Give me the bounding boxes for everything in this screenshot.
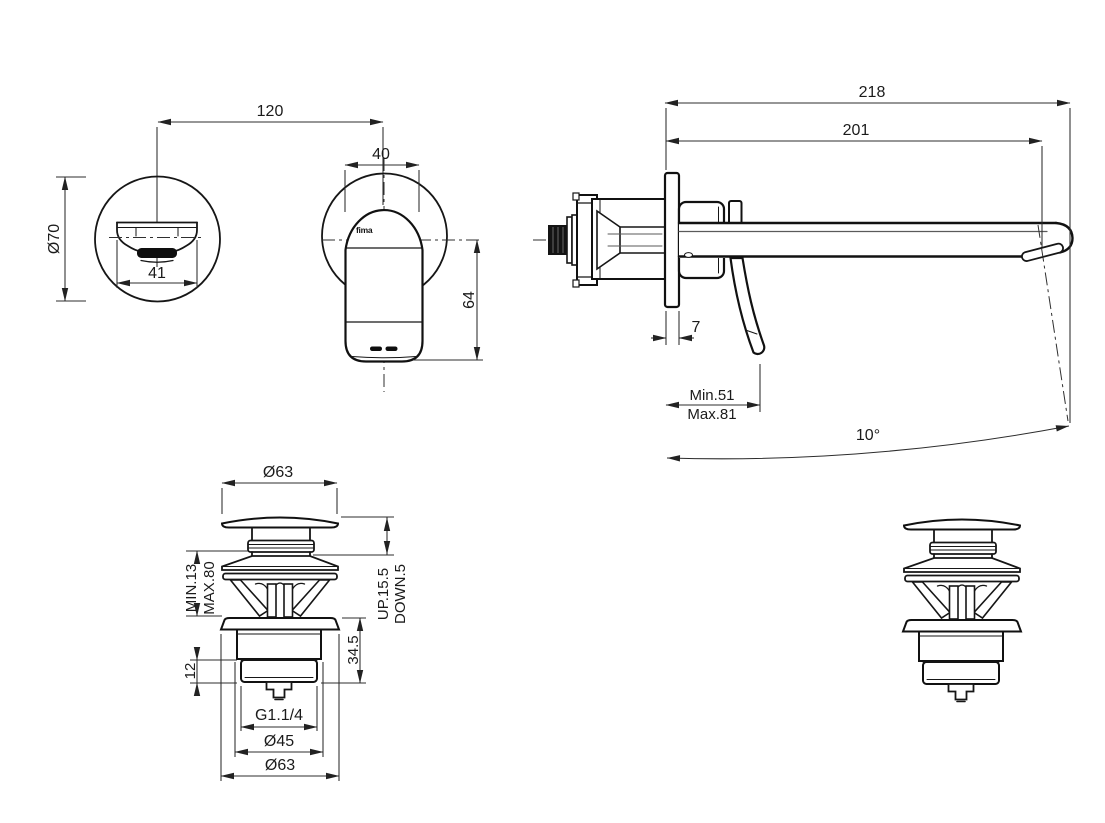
dim-label-spout-width: 41 — [148, 265, 166, 282]
dim-label-escutcheon-diameter: Ø70 — [46, 224, 63, 254]
dim-label-drain-thread-length: 12 — [182, 663, 199, 680]
dim-label-lever-min: Min.51 — [689, 387, 734, 404]
dim-label-drain-cap-diameter: Ø63 — [263, 464, 293, 481]
dim-label-drain-travel-up: UP.15.5 — [375, 568, 392, 620]
side-view-mixer: 218 201 7 Min.51 Max.81 10° — [533, 84, 1074, 462]
dim-label-lever-max: Max.81 — [687, 406, 736, 423]
mixer-lever — [729, 256, 766, 356]
drain-view-left: Ø63 MIN.13 MAX.80 UP.15.5 DOWN.5 34.5 12… — [182, 464, 409, 781]
dim-label-total-projection: 218 — [859, 84, 886, 101]
brand-logo: fima — [356, 225, 373, 235]
handle-pivot-stub — [728, 200, 743, 225]
handle-slot — [370, 346, 382, 351]
dim-label-drain-body-height: 34.5 — [345, 635, 362, 664]
dim-label-spout-angle: 10° — [856, 427, 880, 444]
dim-label-plate-thickness: 7 — [692, 319, 701, 336]
dim-label-drain-travel-down: DOWN.5 — [392, 564, 409, 624]
drain-view-right — [902, 518, 1022, 703]
dim-label-drain-recess-max: MAX.80 — [201, 561, 218, 614]
front-view-handle: fima 40 64 — [321, 146, 483, 392]
dim-label-handle-height: 64 — [461, 291, 478, 309]
dim-label-handle-width: 40 — [372, 146, 390, 163]
dim-label-drain-flange-diameter: Ø63 — [265, 757, 295, 774]
spout-aerator — [137, 248, 177, 258]
front-view-spout: Ø70 41 120 — [46, 103, 384, 303]
spout-escutcheon-circle — [94, 175, 221, 303]
handle-slot — [385, 346, 398, 351]
dim-label-center-distance: 120 — [257, 103, 284, 120]
wall-plate — [663, 171, 681, 309]
dim-label-drain-body-diameter: Ø45 — [264, 733, 294, 750]
dim-label-drain-thread-size: G1.1/4 — [255, 707, 303, 724]
dim-label-drain-recess-min: MIN.13 — [183, 564, 200, 612]
dim-label-spout-projection: 201 — [843, 122, 870, 139]
inlet-thread — [548, 225, 568, 255]
